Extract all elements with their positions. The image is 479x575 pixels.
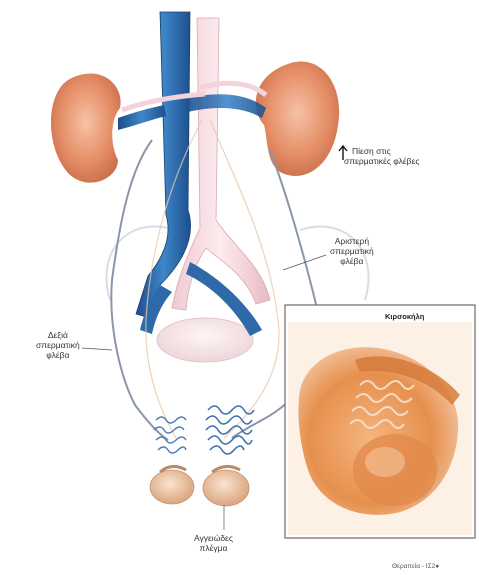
pampiniform-plexus-right: [154, 417, 186, 453]
label-right-vein-line3: φλέβα: [36, 350, 80, 360]
inset-title: Κιρσοκήλη: [385, 312, 424, 321]
label-pressure-line1: Πίεση στις: [344, 146, 419, 156]
label-right-spermatic-vein: Δεξιά σπερματική φλέβα: [36, 330, 80, 360]
left-testis: [203, 470, 249, 506]
label-pressure-line2: σπερματικές φλέβες: [344, 156, 419, 166]
label-right-vein-line1: Δεξιά: [36, 330, 80, 340]
footer-note: Θεραπεία - ΙΣ2●: [392, 563, 439, 570]
label-plexus-line1: Αγγειώδες: [194, 533, 233, 543]
label-left-vein-line3: φλέβα: [330, 256, 374, 266]
label-left-spermatic-vein: Αριστερή σπερματική φλέβα: [330, 236, 374, 266]
label-plexus-line2: πλέγμα: [194, 543, 233, 553]
varicocele-testis-highlight: [365, 447, 405, 477]
label-pressure: Πίεση στις σπερματικές φλέβες: [344, 146, 419, 166]
pampiniform-plexus-left: [206, 406, 254, 454]
label-left-vein-line2: σπερματική: [330, 246, 374, 256]
right-kidney: [51, 74, 121, 183]
bladder: [157, 318, 253, 362]
left-kidney: [256, 61, 339, 175]
label-pampiniform-plexus: Αγγειώδες πλέγμα: [194, 533, 233, 553]
label-right-vein-line2: σπερματική: [36, 340, 80, 350]
right-testis: [150, 470, 194, 504]
label-left-vein-line1: Αριστερή: [330, 236, 374, 246]
callout-line-right-vein: [82, 348, 112, 350]
